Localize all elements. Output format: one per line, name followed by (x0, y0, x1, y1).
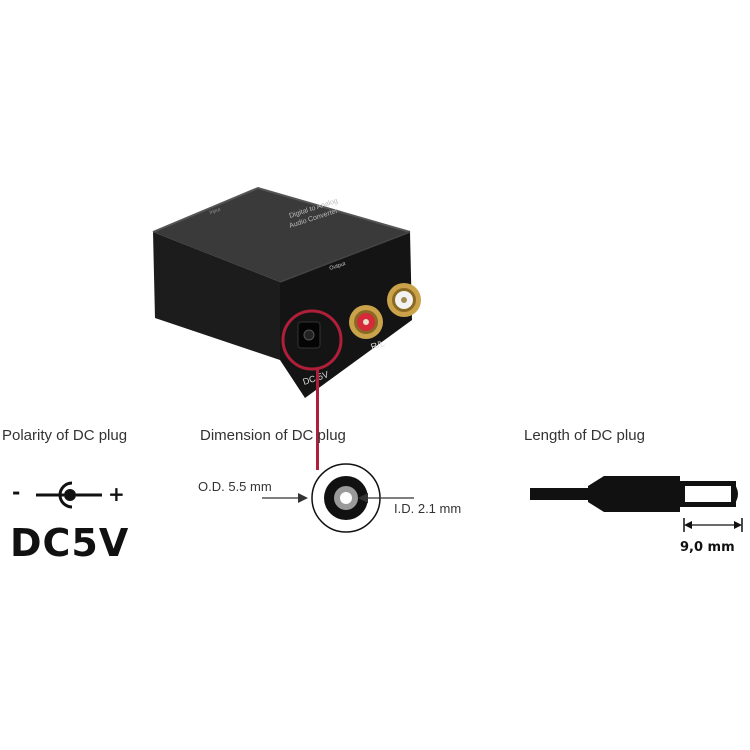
od-label: O.D. 5.5 mm (198, 479, 272, 494)
dimension-title: Dimension of DC plug (200, 427, 346, 444)
id-label: I.D. 2.1 mm (394, 501, 462, 516)
highlight-connector-line (316, 368, 319, 470)
polarity-symbol-icon (36, 481, 102, 509)
rca-jack-red (349, 305, 383, 339)
polarity-title: Polarity of DC plug (2, 427, 128, 444)
device-input-label: Input (209, 207, 222, 216)
polarity-minus-sign: - (12, 480, 21, 504)
rca-jack-white (387, 283, 421, 317)
device-top-face (153, 188, 410, 282)
device-output-label: Output (329, 261, 347, 272)
dc-plug-length-diagram (530, 476, 743, 532)
polarity-plus-sign: + (108, 482, 125, 506)
dc-jack-highlight-circle (281, 309, 343, 371)
device-front-face (153, 232, 280, 360)
device-connector-panel (280, 232, 412, 398)
converter-device-image: Digital to Analog Audio Converter Input … (152, 186, 421, 398)
length-value: 9,0 mm (680, 540, 735, 555)
length-title: Length of DC plug (524, 427, 645, 444)
polarity-voltage-label: DC5V (10, 521, 130, 565)
dc-plug-cross-section-diagram (262, 463, 414, 533)
device-rl-label: R/L (370, 338, 386, 352)
